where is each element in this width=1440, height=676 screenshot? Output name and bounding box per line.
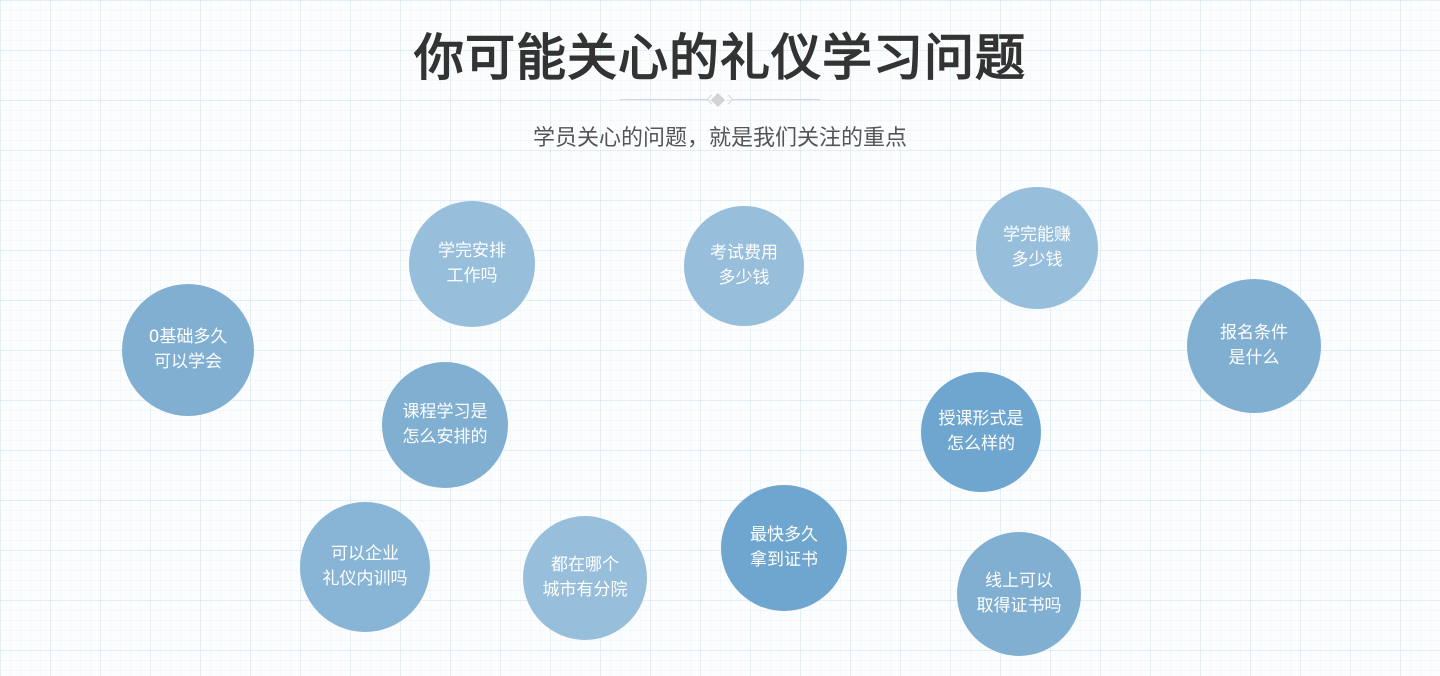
- question-line-1: 授课形式是: [938, 409, 1024, 429]
- question-line-1: 学完安排: [438, 241, 506, 261]
- question-line-2: 城市有分院: [542, 580, 628, 600]
- page-title: 你可能关心的礼仪学习问题: [414, 29, 1026, 87]
- page-subtitle: 学员关心的问题，就是我们关注的重点: [532, 126, 907, 151]
- question-line-2: 多少钱: [718, 268, 770, 288]
- question-bubble-teaching-format[interactable]: 授课形式是 怎么样的: [921, 372, 1041, 492]
- question-bubble-branch-cities[interactable]: 都在哪个 城市有分院: [523, 516, 647, 640]
- question-line-1: 可以企业: [331, 544, 399, 564]
- title-divider: [620, 92, 820, 108]
- question-bubble-course-schedule[interactable]: 课程学习是 怎么安排的: [382, 362, 508, 488]
- question-line-1: 线上可以: [985, 571, 1053, 591]
- question-line-2: 取得证书吗: [976, 596, 1062, 616]
- question-line-1: 学完能赚: [1003, 225, 1071, 245]
- question-line-1: 都在哪个: [551, 555, 619, 575]
- question-line-1: 最快多久: [750, 525, 818, 545]
- question-line-2: 怎么安排的: [402, 427, 488, 447]
- question-bubble-job-placement[interactable]: 学完安排 工作吗: [409, 201, 535, 327]
- divider-line-right: [732, 99, 820, 100]
- question-line-2: 礼仪内训吗: [322, 569, 408, 589]
- divider-line-left: [620, 99, 708, 100]
- question-line-1: 考试费用: [710, 243, 778, 263]
- question-bubble-corporate-training[interactable]: 可以企业 礼仪内训吗: [300, 502, 430, 632]
- diamond-icon: [710, 92, 726, 108]
- question-bubble-earnings[interactable]: 学完能赚 多少钱: [976, 187, 1098, 309]
- question-line-2: 怎么样的: [947, 434, 1015, 454]
- question-bubble-fastest-certificate[interactable]: 最快多久 拿到证书: [721, 485, 847, 611]
- question-bubble-enrollment-requirements[interactable]: 报名条件 是什么: [1187, 279, 1321, 413]
- question-line-1: 课程学习是: [402, 402, 488, 422]
- question-line-2: 多少钱: [1011, 250, 1063, 270]
- question-bubble-exam-fee[interactable]: 考试费用 多少钱: [684, 206, 804, 326]
- question-line-2: 可以学会: [154, 352, 222, 372]
- question-bubble-zero-basis[interactable]: 0基础多久 可以学会: [122, 284, 254, 416]
- question-line-2: 是什么: [1228, 348, 1280, 368]
- question-line-1: 报名条件: [1220, 323, 1288, 343]
- question-line-2: 工作吗: [446, 266, 498, 286]
- question-bubble-online-certificate[interactable]: 线上可以 取得证书吗: [957, 532, 1081, 656]
- question-line-2: 拿到证书: [750, 550, 818, 570]
- question-line-1: 0基础多久: [148, 327, 228, 347]
